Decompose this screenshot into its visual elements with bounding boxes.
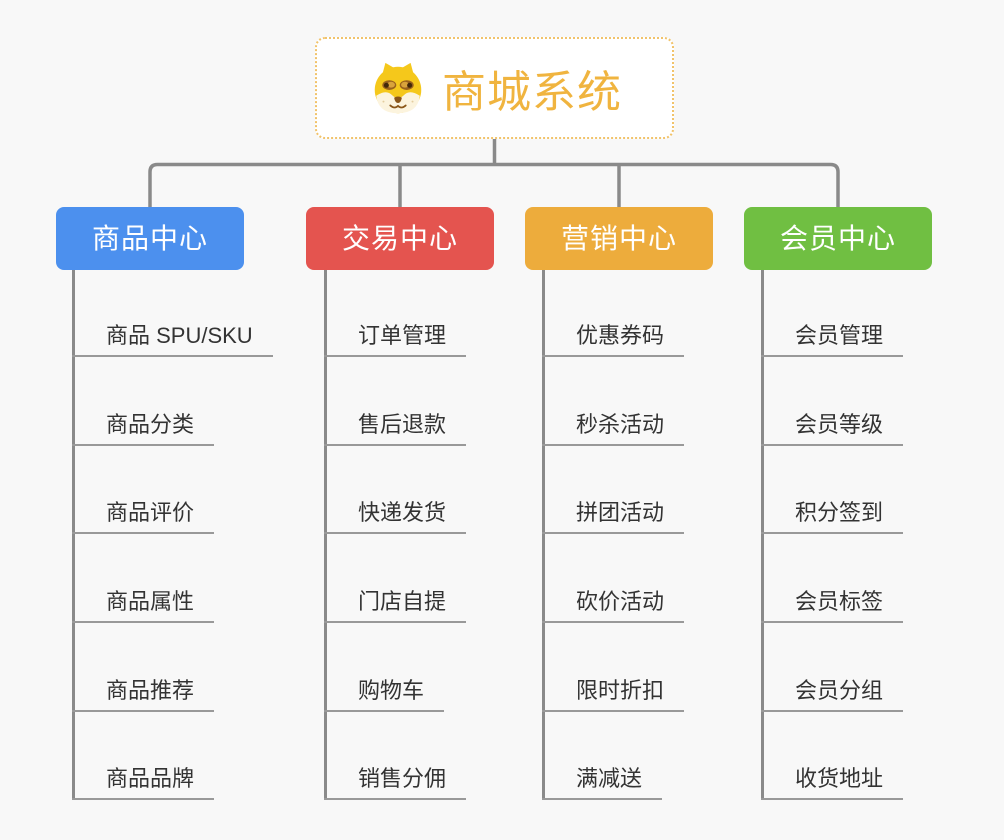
leaf-node[interactable]: 售后退款 [324,409,467,446]
doge-icon [374,62,422,114]
leaf-node[interactable]: 购物车 [324,675,445,712]
leaf-node[interactable]: 拼团活动 [542,497,685,535]
leaf-node[interactable]: 商品推荐 [72,675,215,712]
branch-trunk-line [542,270,545,800]
leaf-node[interactable]: 会员管理 [761,320,904,357]
root-node[interactable]: 商城系统 [315,37,674,139]
leaf-node[interactable]: 优惠券码 [542,320,685,357]
leaf-node[interactable]: 会员等级 [761,409,904,446]
leaf-node[interactable]: 商品 SPU/SKU [72,320,273,357]
root-title: 商城系统 [442,68,622,117]
leaf-node[interactable]: 订单管理 [324,320,467,357]
leaf-node[interactable]: 积分签到 [761,497,904,535]
leaf-node[interactable]: 会员标签 [761,586,904,623]
leaf-node[interactable]: 砍价活动 [542,586,685,623]
branch-trunk-line [761,270,764,800]
leaf-node[interactable]: 商品属性 [72,586,215,623]
leaf-node[interactable]: 商品评价 [72,497,215,535]
branch-trunk-line [324,270,327,800]
leaf-node[interactable]: 会员分组 [761,675,904,712]
leaf-node[interactable]: 秒杀活动 [542,409,685,446]
leaf-node[interactable]: 满减送 [542,763,663,801]
leaf-node[interactable]: 限时折扣 [542,675,685,712]
leaf-node[interactable]: 商品品牌 [72,763,215,801]
branch-trunk-line [72,270,75,800]
branch-node[interactable]: 商品中心 [56,207,244,270]
branch-node[interactable]: 营销中心 [525,207,713,270]
leaf-node[interactable]: 销售分佣 [324,763,467,801]
leaf-node[interactable]: 门店自提 [324,586,467,623]
leaf-node[interactable]: 快递发货 [324,497,467,535]
leaf-node[interactable]: 商品分类 [72,409,215,446]
branch-node[interactable]: 会员中心 [744,207,932,270]
branch-node[interactable]: 交易中心 [306,207,494,270]
leaf-node[interactable]: 收货地址 [761,763,904,801]
